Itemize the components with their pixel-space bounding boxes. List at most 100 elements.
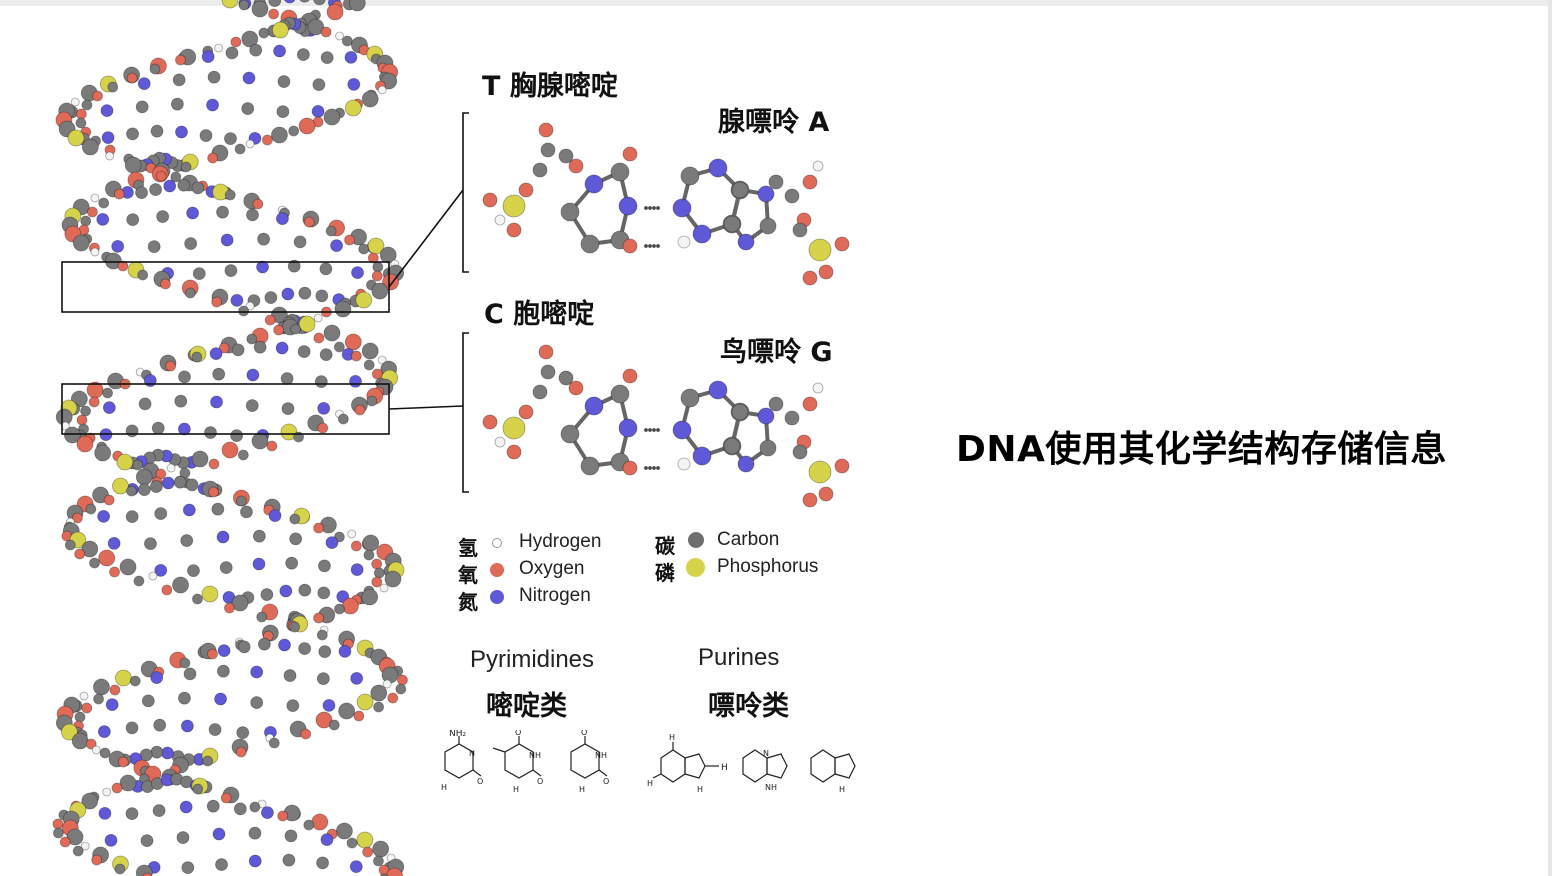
backbone-atom xyxy=(99,747,111,759)
cg-pair-right-sugar-atom xyxy=(768,396,784,412)
backbone-atom xyxy=(313,612,325,624)
base-atom xyxy=(186,206,199,220)
backbone-atom xyxy=(81,540,99,558)
backbone-atom xyxy=(341,597,359,615)
backbone-atom xyxy=(249,801,261,813)
base-atom xyxy=(210,395,223,409)
base-atom xyxy=(208,723,222,736)
base-atom xyxy=(150,671,164,685)
legend-oxygen-cn: 氧 xyxy=(458,563,478,587)
cg-pair-hbond-dot xyxy=(651,465,656,470)
cg-pair-right-sugar-atom xyxy=(802,396,818,412)
uracil-structure: O NH O H xyxy=(570,730,609,794)
backbone-atom xyxy=(230,36,242,48)
cg-pair-ring-atom xyxy=(622,368,638,384)
backbone-atom xyxy=(90,247,100,257)
slide-edge xyxy=(1548,0,1552,876)
legend-nitrogen-cn: 氮 xyxy=(458,590,478,614)
backbone-atom xyxy=(367,252,379,264)
backbone-atom xyxy=(224,189,236,201)
base-atom xyxy=(319,262,333,276)
backbone-atom xyxy=(258,27,270,39)
base-atom xyxy=(212,827,226,841)
backbone-atom xyxy=(268,737,280,749)
backbone-atom xyxy=(379,583,389,593)
base-atom xyxy=(126,127,139,141)
backbone-atom xyxy=(303,216,315,228)
base-atom xyxy=(180,719,194,733)
backbone-atom xyxy=(93,678,110,696)
backbone-atom xyxy=(264,314,276,326)
base-atom xyxy=(170,97,184,111)
backbone-atom xyxy=(111,782,123,794)
cg-pair-hbond-dot xyxy=(651,427,656,432)
base-atom xyxy=(105,698,119,712)
backbone-atom xyxy=(224,602,235,614)
backbone-atom xyxy=(377,85,387,95)
base-atom xyxy=(325,536,339,550)
base-atom xyxy=(143,374,157,388)
backbone-atom xyxy=(323,108,341,126)
cg-pair-left-sugar-atom xyxy=(540,364,556,380)
backbone-atom xyxy=(238,0,250,11)
base-atom xyxy=(174,394,188,408)
base-atom xyxy=(104,833,118,847)
backbone-atom xyxy=(303,819,315,831)
backbone-atom xyxy=(371,282,389,300)
oxygen-dot-icon xyxy=(490,563,504,577)
cytosine-o-label: O xyxy=(477,777,483,786)
backbone-atom xyxy=(126,485,137,497)
backbone-atom xyxy=(334,300,352,318)
backbone-atom xyxy=(220,792,232,804)
backbone-atom xyxy=(214,43,223,53)
at-pair-hbond-dot xyxy=(655,243,660,248)
backbone-atom xyxy=(102,387,113,399)
base-atom xyxy=(297,345,311,358)
backbone-atom xyxy=(208,458,220,470)
carbon-dot-icon xyxy=(688,532,704,548)
base-atom xyxy=(204,426,217,439)
base-atom xyxy=(280,372,294,385)
base-atom xyxy=(276,212,289,226)
base-atom xyxy=(312,78,326,92)
thymine-structure: O NH O H xyxy=(492,730,543,794)
base-atom xyxy=(216,664,230,678)
base-atom xyxy=(152,804,166,817)
cytosine-label: C 胞嘧啶 xyxy=(484,299,595,330)
backbone-atom xyxy=(355,291,373,309)
cg-pair-ring-atom xyxy=(677,457,691,471)
base-atom xyxy=(185,478,199,492)
base-atom xyxy=(220,233,234,247)
backbone-atom xyxy=(371,576,383,588)
base-atom xyxy=(315,289,329,303)
backbone-atom xyxy=(124,156,142,174)
at-pair-right-sugar-atom xyxy=(784,188,800,204)
dna-helix-image xyxy=(52,0,408,876)
backbone-atom xyxy=(288,125,300,137)
backbone-atom xyxy=(290,323,301,335)
backbone-atom xyxy=(132,459,144,471)
backbone-atom xyxy=(165,360,176,372)
legend-hydrogen-en: Hydrogen xyxy=(519,531,602,552)
base-atom xyxy=(207,70,221,84)
base-atom xyxy=(173,475,187,489)
backbone-atom xyxy=(348,0,366,12)
base-atom xyxy=(125,807,139,821)
backbone-atom xyxy=(72,234,90,252)
at-pair-hbond-dot xyxy=(655,206,660,211)
backbone-atom xyxy=(235,746,247,758)
backbone-atom xyxy=(191,450,209,468)
backbone-atom xyxy=(245,139,255,149)
base-atom xyxy=(278,638,291,652)
base-atom xyxy=(149,183,163,196)
at-pair-left-sugar-atom xyxy=(502,194,526,218)
backbone-atom xyxy=(208,486,220,498)
backbone-atom xyxy=(91,745,101,755)
backbone-atom xyxy=(307,18,325,36)
base-atom xyxy=(135,100,149,114)
base-atom xyxy=(209,347,223,361)
at-pair-left-sugar-atom xyxy=(558,148,574,164)
base-atom xyxy=(97,725,111,739)
cg-pair-ring-atom xyxy=(610,384,630,404)
backbone-atom xyxy=(344,234,355,246)
